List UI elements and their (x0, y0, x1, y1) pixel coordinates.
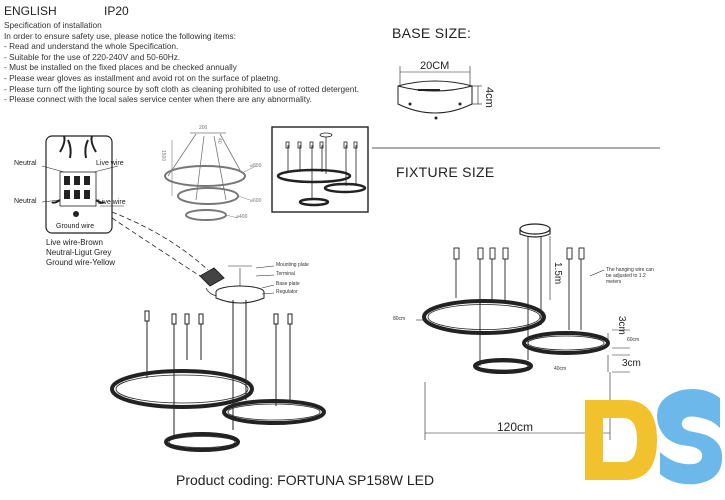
note-line: be adjusted to 1.2 (606, 273, 646, 279)
fixture-40cm-label: 40cm (554, 366, 567, 372)
fixture-60cm-label: 60cm (627, 337, 640, 343)
ground-wire-label: Ground wire (56, 223, 95, 230)
dim-200: 200 (199, 125, 208, 131)
fixture-80cm-label: 80cm (393, 316, 406, 322)
legend-item: Neutral-Ligut Grey (46, 248, 112, 257)
wire-color-legend: Live wire-Brown Neutral-Ligut Grey Groun… (46, 238, 115, 268)
hanging-wire-note: The hanging wire can be adjusted to 1.2 … (606, 267, 654, 285)
gap-3cm-label: 3cm (616, 316, 627, 335)
dim-800: ⌀800 (250, 163, 262, 169)
fixture-width-label: 120cm (497, 420, 534, 434)
spec-line: - Suitable for the use of 220-240V and 5… (4, 51, 181, 62)
base-height-label: 4cm (483, 87, 495, 108)
product-coding: Product coding: FORTUNA SP158W LED (176, 472, 435, 488)
ip-rating-label: IP20 (104, 4, 129, 18)
language-label: ENGLISH (4, 4, 57, 18)
base-size-title: BASE SIZE: (392, 25, 472, 41)
note-line: meters (606, 279, 622, 285)
dim-400: ⌀400 (236, 214, 248, 220)
note-line: The hanging wire can (606, 267, 654, 273)
spec-line: - Read and understand the whole Specific… (4, 41, 179, 52)
installation-spec: Specification of installation In order t… (4, 20, 359, 105)
legend-item: Live wire-Brown (46, 238, 103, 247)
terminal-label: Terminal (276, 271, 295, 277)
spec-title: Specification of installation (4, 20, 102, 30)
spec-line: - Please connect with the local sales se… (4, 94, 312, 105)
base-plate-label: Base plate (276, 281, 300, 287)
live-wire-label: Live wire (98, 199, 126, 206)
fixture-size-title: FIXTURE SIZE (396, 164, 495, 180)
spec-line: - Must be installed on the fixed places … (4, 62, 237, 73)
dim-1500: 1500 (160, 150, 166, 162)
regulator-label: Regulator (276, 289, 298, 295)
mounting-plate-label: Mounting plate (276, 262, 309, 268)
neutral-label: Neutral (14, 198, 37, 205)
spec-line: In order to ensure safety use, please no… (4, 30, 236, 41)
live-wire-label: Live wire (96, 160, 124, 167)
hang-height-label: 1.5m (552, 262, 563, 285)
neutral-label: Neutral (14, 160, 37, 167)
spec-line: - Please turn off the lighting source by… (4, 83, 359, 94)
base-width-label: 20CM (420, 60, 450, 72)
dim-40: 40 (216, 138, 222, 144)
legend-item: Ground wire-Yellow (46, 258, 116, 267)
spec-line: - Please wear gloves as installment and … (4, 72, 281, 83)
gap-3cm-label: 3cm (622, 358, 641, 369)
dim-600: ⌀600 (250, 198, 262, 204)
